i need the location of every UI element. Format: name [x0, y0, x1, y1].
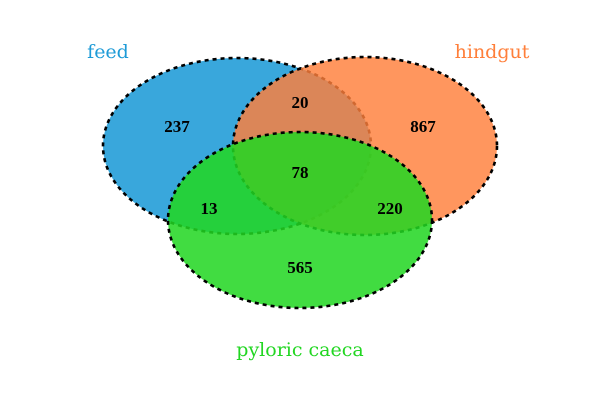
all-three-count: 78 [292, 163, 309, 182]
set-ellipses [101, 55, 499, 310]
region-counts: 237 20 867 78 13 220 565 [164, 93, 436, 277]
feed-set-label: feed [87, 41, 129, 63]
pyloric-caeca-set-ellipse [166, 130, 434, 310]
feed-only-count: 237 [164, 117, 190, 136]
set-labels: feed hindgut pyloric caeca [87, 41, 530, 361]
hindgut-pyloric-count: 220 [377, 199, 403, 218]
feed-hindgut-count: 20 [292, 93, 309, 112]
pyloric-only-count: 565 [287, 258, 313, 277]
hindgut-only-count: 867 [410, 117, 436, 136]
hindgut-set-label: hindgut [455, 41, 530, 63]
feed-pyloric-count: 13 [201, 199, 218, 218]
pyloric-caeca-set-label: pyloric caeca [236, 339, 363, 361]
